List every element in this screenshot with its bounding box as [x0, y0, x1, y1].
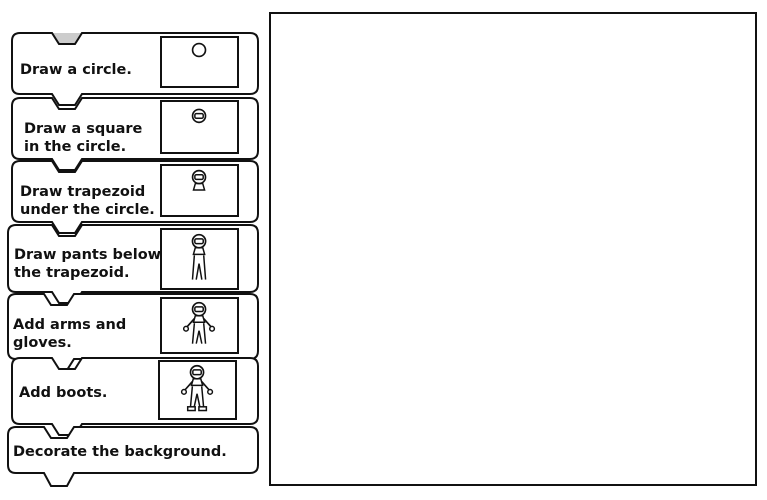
astronaut-with-arms-figure-icon — [182, 301, 216, 344]
step-1-thumbnail — [160, 36, 239, 88]
step-5-label: Add arms and gloves. — [13, 317, 127, 351]
step-2-thumbnail — [160, 100, 239, 154]
step-2-label: Draw a square in the circle. — [24, 121, 143, 155]
drawing-canvas[interactable] — [269, 12, 757, 486]
circle-figure-icon — [191, 42, 207, 58]
step-4-label: Draw pants below the trapezoid. — [14, 247, 162, 281]
astronaut-with-pants-figure-icon — [191, 233, 207, 280]
step-3-thumbnail — [160, 164, 239, 217]
circle-with-square-figure-icon — [191, 108, 207, 124]
step-5-thumbnail — [160, 297, 239, 354]
step-3-label: Draw trapezoid under the circle. — [20, 184, 155, 218]
first-block-tab-highlight — [52, 33, 82, 44]
astronaut-with-boots-figure-icon — [180, 364, 214, 412]
head-and-trapezoid-figure-icon — [191, 169, 207, 191]
step-4-thumbnail — [160, 228, 239, 290]
step-6-thumbnail — [158, 360, 237, 420]
step-7-block — [7, 426, 259, 487]
step-1-label: Draw a circle. — [20, 62, 132, 78]
step-6-label: Add boots. — [19, 385, 108, 401]
step-7-label: Decorate the background. — [13, 444, 227, 460]
